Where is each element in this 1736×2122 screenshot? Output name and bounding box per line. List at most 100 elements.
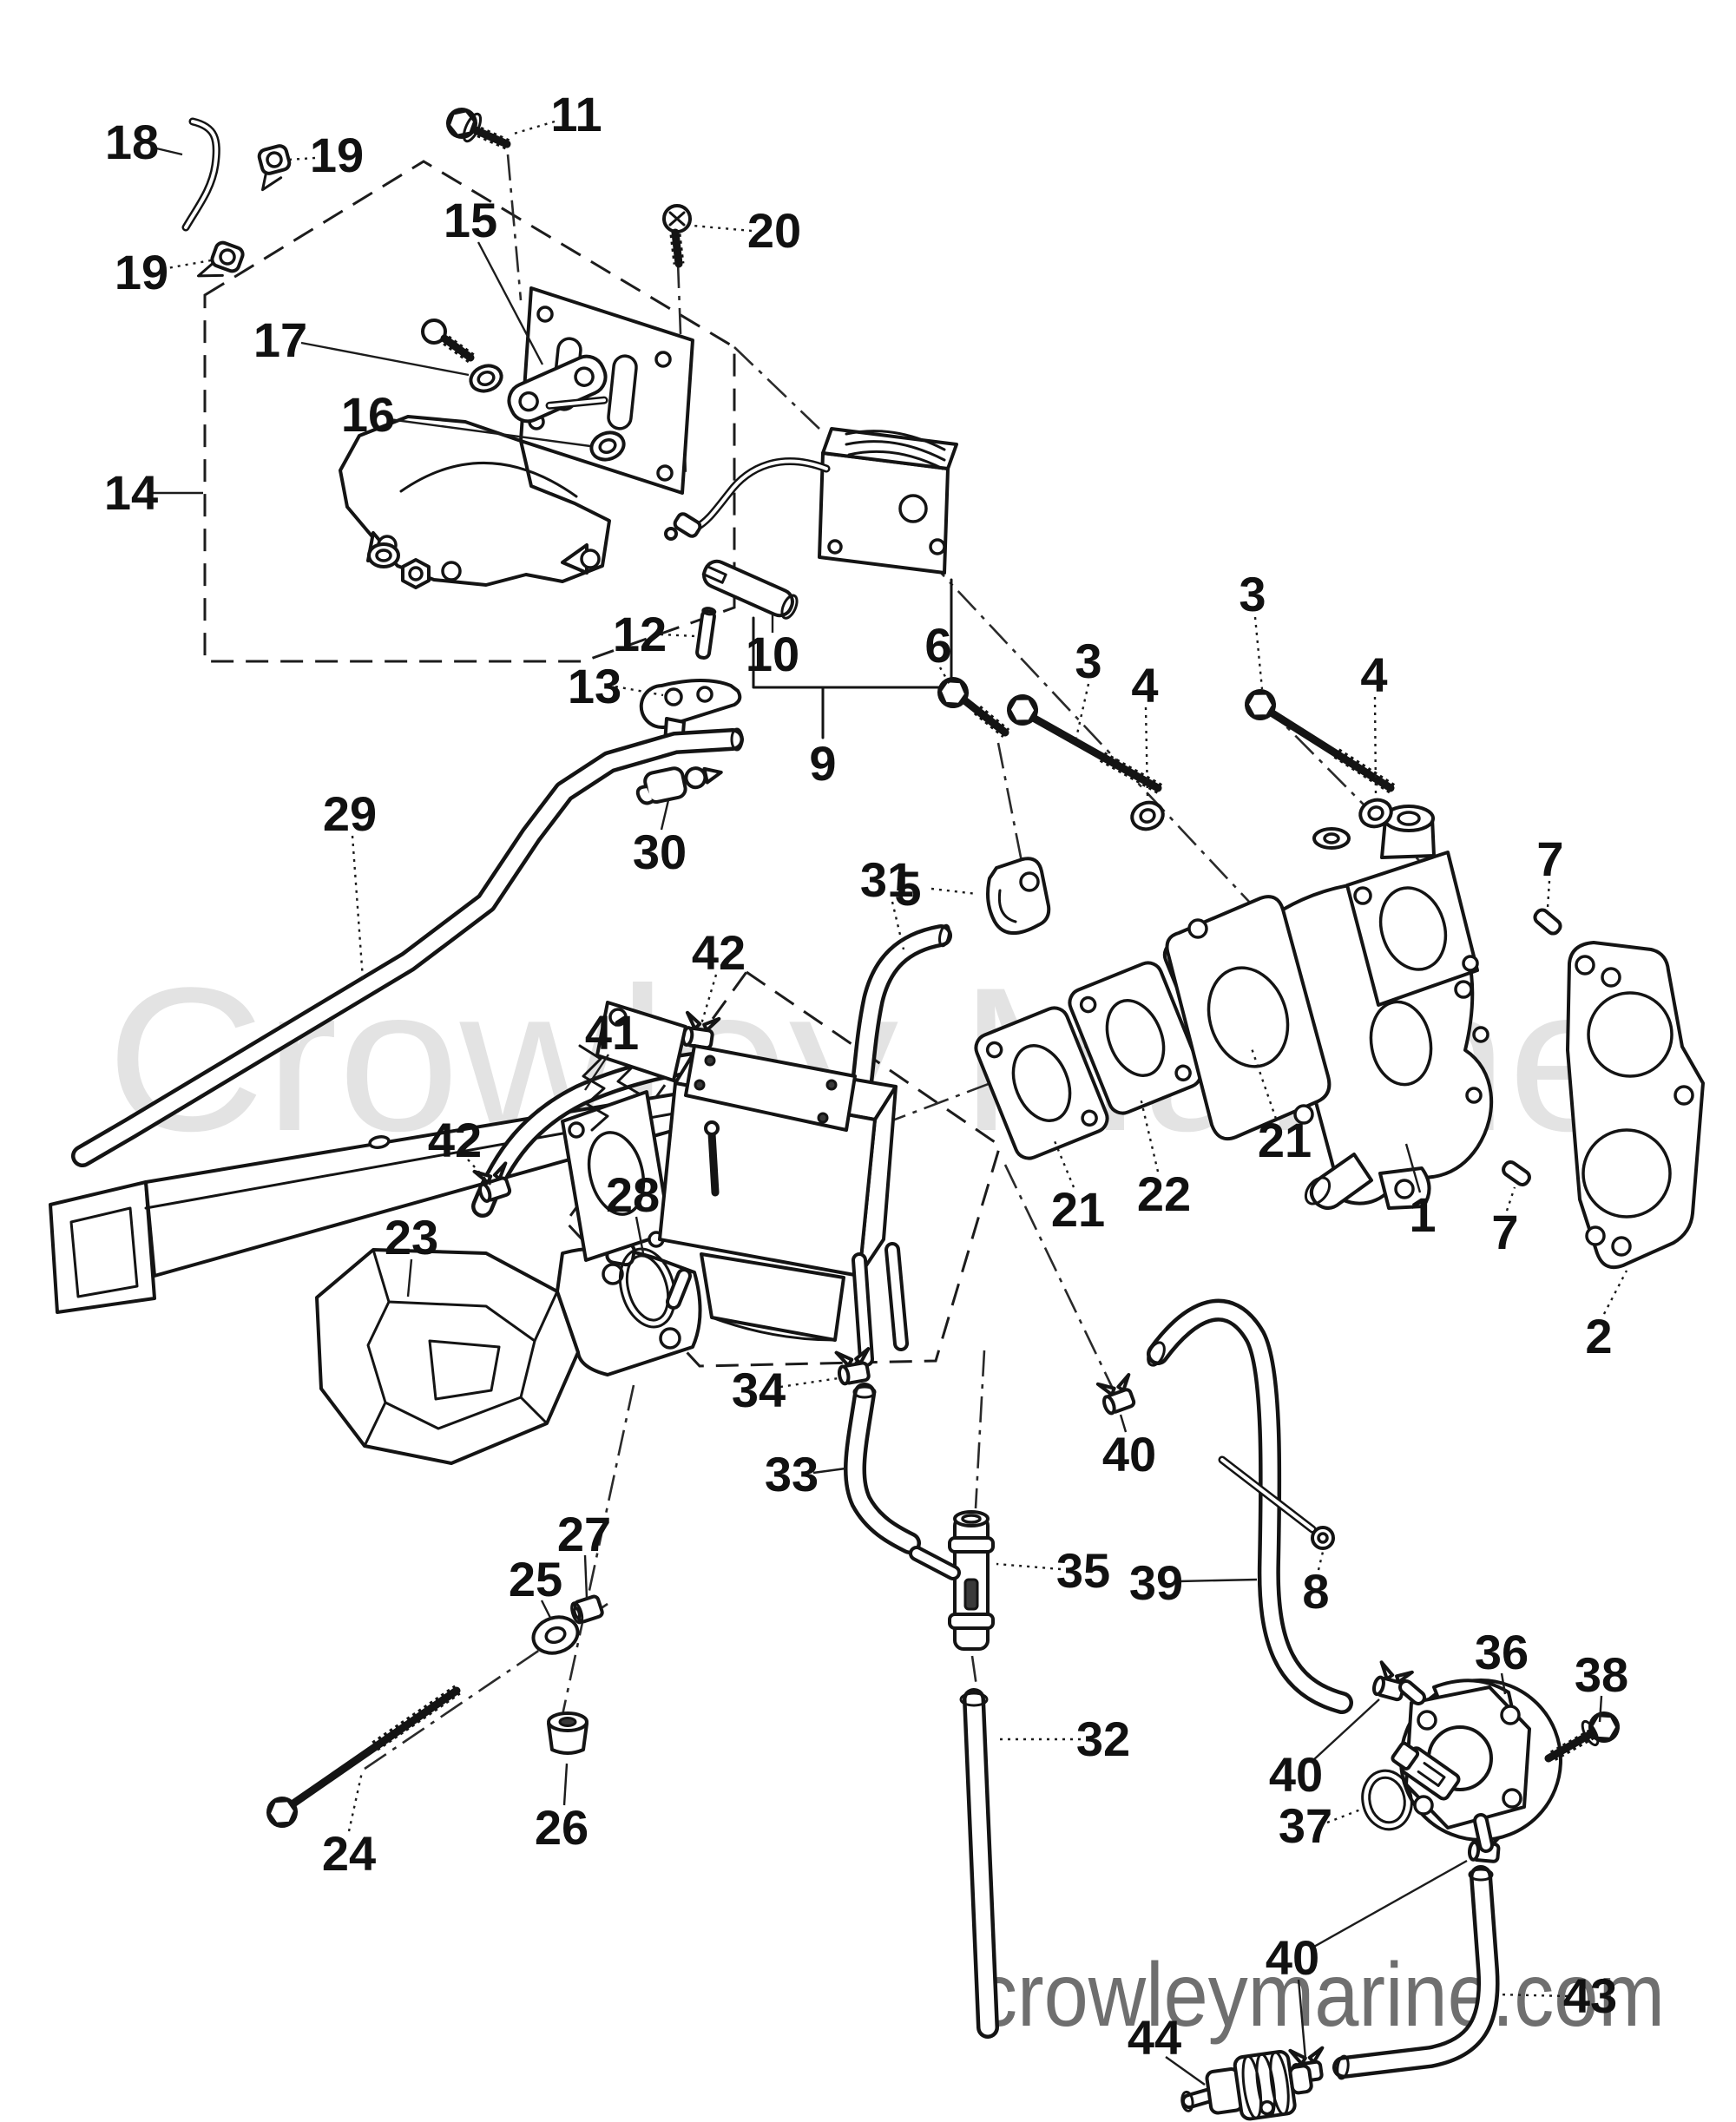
assembly-9-bracket [752,578,953,739]
leader-line-41 [583,1054,610,1091]
callout-31-35: 31 [860,852,914,907]
leader-lines [152,120,1628,2086]
hose-31 [850,923,952,1101]
leader-line-2 [1602,1270,1628,1315]
leader-line-21 [1051,1136,1075,1188]
callout-29-33: 29 [323,786,377,841]
callout-24-28: 24 [322,1826,376,1881]
callout-18-20: 18 [105,115,159,169]
callout-7-9: 7 [1491,1205,1518,1259]
leader-line-42 [700,974,718,1025]
bolt-24 [260,1685,461,1834]
callout-36-40: 36 [1475,1625,1529,1679]
callout-25-29: 25 [509,1552,562,1606]
callout-32-36: 32 [1076,1711,1130,1766]
spacer-27 [570,1594,604,1625]
o-ring-37 [1361,1769,1413,1831]
vent-hose-29 [71,727,744,1167]
leader-line-8 [1317,1551,1325,1571]
callout-8-10: 8 [1302,1564,1329,1619]
clamp-40-carb [1095,1371,1141,1416]
callout-13-15: 13 [568,659,621,713]
leader-line-40 [1312,1859,1468,1949]
carb-gasket-21-left [974,1006,1109,1160]
callout-16-18: 16 [341,387,395,442]
leader-line-13 [615,685,664,697]
callout-5-6: 5 [894,861,921,916]
o-ring-28 [618,1247,677,1329]
callout-15-17: 15 [444,193,497,247]
leader-line-33 [812,1467,846,1475]
leader-line-20 [692,224,753,233]
leader-line-28 [635,1216,645,1254]
leader-line-15 [477,241,544,365]
washer-17 [469,364,503,393]
callout-1: 1 [1409,1187,1436,1242]
intake-manifold-1 [1165,805,1494,1210]
bolt-3-left [1002,689,1163,794]
bracket-assembly [181,103,694,589]
leader-line-42 [467,1159,492,1186]
watermark-bottom: crowleymarine.com [977,1945,1665,2046]
air-silencer-23 [315,1239,702,1465]
washer-in-box [367,542,400,568]
leader-line-39 [1178,1578,1258,1583]
clamp-34 [833,1345,876,1387]
callout-7-8: 7 [1536,831,1563,886]
leader-line-31 [891,901,905,950]
callout-41-47: 41 [585,1005,639,1060]
callout-35-39: 35 [1056,1543,1110,1598]
callout-9-11: 9 [809,736,836,791]
screw-17 [421,319,475,364]
callout-4-4: 4 [1131,658,1158,713]
leader-line-35 [996,1562,1062,1571]
joint-35 [909,1510,995,1651]
leader-line-18 [152,146,183,156]
leader-line-12 [660,633,696,638]
bolt-11 [442,103,511,150]
callout-4-5: 4 [1360,647,1387,702]
leader-line-24 [347,1771,364,1832]
dowel-pin-7-upper [1533,908,1562,936]
callout-42-49: 42 [428,1113,482,1167]
cable-clamp-5 [986,857,1051,935]
leader-line-1 [1404,1143,1422,1193]
choke-rod-8 [1218,1455,1335,1550]
leader-line-30 [660,799,670,831]
callout-34-38: 34 [732,1363,786,1417]
callout-21-24: 21 [1051,1182,1105,1237]
tube-32 [959,1688,999,2039]
grommet-26 [547,1711,589,1755]
link-15 [507,354,608,424]
callout-42-48: 42 [692,925,746,980]
callout-19-22: 19 [115,245,168,299]
callout-17-19: 17 [253,312,307,367]
screw-20 [662,204,692,268]
bracket-assembly-box [203,160,736,663]
leader-line-40 [1297,1979,1307,2060]
clip-19-lower [197,240,245,278]
dowel-pin-7-lower [1502,1160,1531,1186]
leader-line-40 [1312,1698,1380,1761]
callout-19-21: 19 [310,128,364,182]
leader-line-37 [1326,1807,1364,1824]
callout-23-27: 23 [385,1210,438,1265]
callout-28-32: 28 [606,1167,660,1222]
fuel-hose-43 [1332,1865,1500,2080]
leader-line-26 [562,1763,569,1806]
callout-44-51: 44 [1128,2010,1181,2065]
washer-16 [589,430,626,462]
callout-12-14: 12 [613,607,667,661]
callout-14-16: 14 [104,465,158,520]
leader-line-25 [540,1600,553,1620]
bolt-38 [1544,1708,1623,1763]
carb-gasket-22 [1068,961,1203,1115]
leader-line-16 [388,417,591,448]
nut-in-box [401,558,431,589]
callout-33-37: 33 [765,1447,819,1501]
callout-3-3: 3 [1239,567,1266,621]
callout-20-23: 20 [747,203,801,258]
leader-line-17 [300,341,470,377]
callout-26-30: 26 [535,1800,589,1855]
washer-4-right [1358,798,1393,829]
